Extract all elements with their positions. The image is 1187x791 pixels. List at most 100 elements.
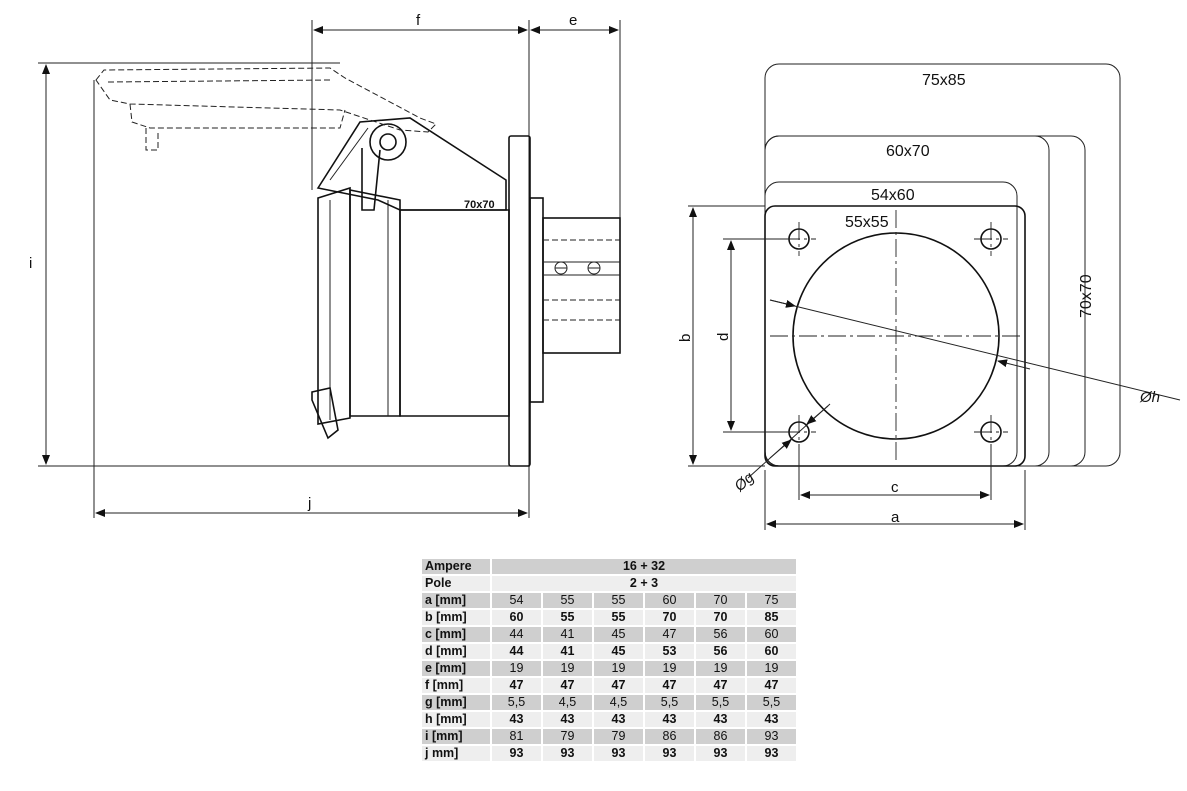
cell-value: 70 <box>696 610 745 625</box>
cell-value: 5,5 <box>747 695 796 710</box>
row-label: b [mm] <box>422 610 490 625</box>
front-dimensions: b d c a Øh Øg <box>677 205 1181 530</box>
row-label: h [mm] <box>422 712 490 727</box>
cell-value: 45 <box>594 644 643 659</box>
cell-value: 70 <box>696 593 745 608</box>
lid-closed <box>316 117 507 211</box>
cell-value: 93 <box>747 746 796 761</box>
cell-value: 44 <box>492 644 541 659</box>
table-row: e [mm] 19 19 19 19 19 19 <box>422 661 796 676</box>
cell-value: 19 <box>594 661 643 676</box>
cell-value: 55 <box>594 610 643 625</box>
row-label: a [mm] <box>422 593 490 608</box>
cell-value: 79 <box>594 729 643 744</box>
cell-value: 93 <box>543 746 592 761</box>
cell-value: 45 <box>594 627 643 642</box>
side-dimensions: i j f e <box>29 12 619 517</box>
cell-value: 19 <box>645 661 694 676</box>
outline-75x85 <box>764 63 1121 467</box>
dim-j-label: j <box>307 495 311 512</box>
outline-70x70 <box>764 135 1086 467</box>
row-label: j mm] <box>422 746 490 761</box>
cell-value: 4,5 <box>543 695 592 710</box>
table-row: g [mm] 5,5 4,5 4,5 5,5 5,5 5,5 <box>422 695 796 710</box>
cell-value: 47 <box>645 678 694 693</box>
row-label: Pole <box>422 576 490 591</box>
cell-value: 19 <box>543 661 592 676</box>
cell-value: 53 <box>645 644 694 659</box>
cell-value: 55 <box>543 593 592 608</box>
plate-55x55 <box>764 205 1026 467</box>
row-value: 16 + 32 <box>492 559 796 574</box>
rear-terminal-block <box>542 217 621 354</box>
row-value: 2 + 3 <box>492 576 796 591</box>
cell-value: 60 <box>492 610 541 625</box>
table-row: c [mm] 44 41 45 47 56 60 <box>422 627 796 642</box>
cell-value: 19 <box>696 661 745 676</box>
cell-value: 47 <box>594 678 643 693</box>
cell-value: 93 <box>594 746 643 761</box>
cell-value: 19 <box>747 661 796 676</box>
row-label: f [mm] <box>422 678 490 693</box>
cell-value: 93 <box>492 746 541 761</box>
cell-value: 5,5 <box>645 695 694 710</box>
dim-i-label: i <box>29 255 32 272</box>
row-label: c [mm] <box>422 627 490 642</box>
cell-value: 43 <box>645 712 694 727</box>
cell-value: 43 <box>492 712 541 727</box>
dim-d-label: d <box>715 333 732 341</box>
square-60x70-label: 60x70 <box>886 143 930 160</box>
square-70x70-label: 70x70 <box>1078 274 1095 318</box>
cell-value: 43 <box>594 712 643 727</box>
table-row: h [mm] 43 43 43 43 43 43 <box>422 712 796 727</box>
cell-value: 93 <box>747 729 796 744</box>
flange-plate <box>508 135 531 467</box>
rear-collar <box>529 197 544 403</box>
cell-value: 55 <box>543 610 592 625</box>
square-75x85-label: 75x85 <box>922 72 966 89</box>
lower-latch <box>311 387 339 440</box>
cell-value: 60 <box>747 644 796 659</box>
cell-value: 44 <box>492 627 541 642</box>
cell-value: 47 <box>645 627 694 642</box>
table-row: Pole 2 + 3 <box>422 576 796 591</box>
side-view: 70x70 <box>38 20 621 518</box>
cell-value: 93 <box>696 746 745 761</box>
cell-value: 60 <box>747 627 796 642</box>
square-54x60-label: 54x60 <box>871 187 915 204</box>
flange-label: 70x70 <box>464 199 495 211</box>
dim-e-label: e <box>569 12 577 29</box>
cell-value: 86 <box>645 729 694 744</box>
cell-value: 54 <box>492 593 541 608</box>
table-row: f [mm] 47 47 47 47 47 47 <box>422 678 796 693</box>
front-view: 75x85 60x70 54x60 55x55 70x70 <box>764 63 1121 467</box>
cell-value: 5,5 <box>696 695 745 710</box>
cell-value: 81 <box>492 729 541 744</box>
table-row: i [mm] 81 79 79 86 86 93 <box>422 729 796 744</box>
cell-value: 70 <box>645 610 694 625</box>
cell-value: 43 <box>747 712 796 727</box>
cell-value: 85 <box>747 610 796 625</box>
square-55x55-label: 55x55 <box>845 214 889 231</box>
table-row: a [mm] 54 55 55 60 70 75 <box>422 593 796 608</box>
main-body <box>399 209 510 417</box>
cell-value: 41 <box>543 627 592 642</box>
row-label: i [mm] <box>422 729 490 744</box>
lid-open-dashed <box>95 67 437 133</box>
table-row: d [mm] 44 41 45 53 56 60 <box>422 644 796 659</box>
dim-f-label: f <box>416 12 421 29</box>
cell-value: 56 <box>696 627 745 642</box>
cell-value: 75 <box>747 593 796 608</box>
cell-value: 47 <box>696 678 745 693</box>
dim-h-label: Øh <box>1139 389 1160 406</box>
cell-value: 79 <box>543 729 592 744</box>
outline-60x70 <box>764 135 1050 467</box>
cell-value: 47 <box>543 678 592 693</box>
table-row: Ampere 16 + 32 <box>422 559 796 574</box>
dim-c-label: c <box>891 479 899 496</box>
cell-value: 60 <box>645 593 694 608</box>
hinge <box>369 123 407 161</box>
dimension-table: Ampere 16 + 32 Pole 2 + 3 a [mm] 54 55 5… <box>420 557 798 763</box>
row-label: g [mm] <box>422 695 490 710</box>
